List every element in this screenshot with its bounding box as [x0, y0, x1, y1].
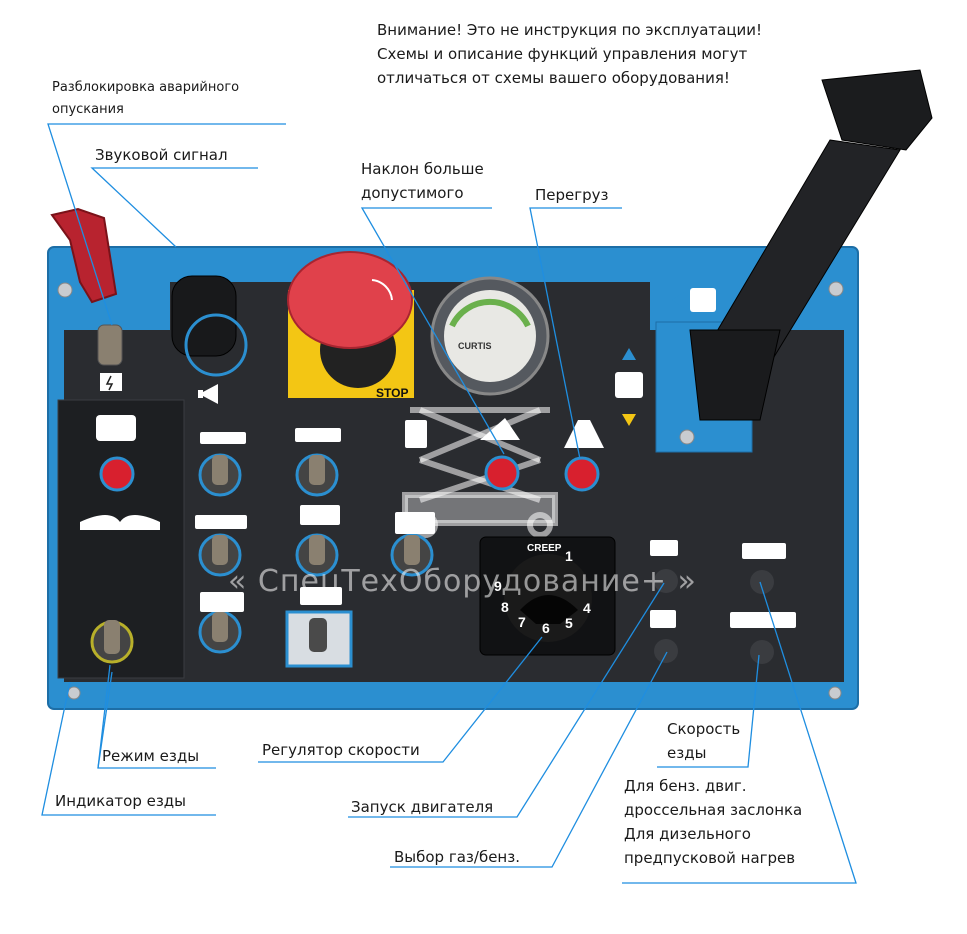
label-throttle-preheat: Для бенз. двиг. дроссельная заслонка Для…: [624, 774, 802, 870]
label-emergency-unlock: Разблокировка аварийного опускания: [52, 77, 239, 121]
label-line: Наклон больше: [361, 160, 484, 178]
battery-icon: [100, 373, 122, 391]
screw-icon: [57, 282, 73, 298]
lightning-icon: [105, 375, 114, 391]
label-line: допустимого: [361, 184, 464, 202]
dial-number: 5: [565, 615, 573, 631]
outrigger-icon: [395, 512, 435, 534]
creep-label: CREEP: [527, 543, 562, 554]
arrow-left-icon: [672, 292, 684, 308]
drive-enable-icon: [96, 415, 136, 441]
label-line: Разблокировка аварийного: [52, 80, 240, 95]
emergency-toggle-switch[interactable]: [97, 324, 123, 366]
engine-start-icon: [650, 540, 678, 556]
toggle-handle: [404, 535, 420, 565]
fuel-select-icon: [650, 610, 676, 628]
arrow-up-icon: [622, 348, 636, 360]
label-gas-select: Выбор газ/бенз.: [394, 848, 520, 866]
label-tilt: Наклон больше допустимого: [361, 157, 484, 205]
screw-icon: [828, 686, 842, 700]
stop-label: STOP: [376, 386, 409, 400]
label-line: предпусковой нагрев: [624, 849, 796, 867]
screw-icon: [828, 281, 844, 297]
up-down-icon: [615, 372, 643, 398]
label-speed-regulator: Регулятор скорости: [262, 741, 420, 759]
label-engine-start: Запуск двигателя: [351, 798, 494, 816]
joystick-grip-top[interactable]: [821, 69, 933, 151]
label-line: Для бенз. двиг.: [624, 777, 747, 795]
drive-enable-indicator: [99, 456, 135, 492]
extend-icon: [295, 428, 341, 442]
toggle-handle: [212, 535, 228, 565]
toggle-handle: [309, 455, 325, 485]
dial-number: 8: [501, 599, 509, 615]
overload-warning-icon: [564, 420, 604, 448]
label-line: Скорость: [667, 720, 741, 738]
overload-indicator: [564, 456, 600, 492]
engine-start-button[interactable]: [654, 569, 678, 593]
level-icon: [195, 515, 247, 529]
raise-icon: [300, 505, 340, 525]
leader-lines: [41, 123, 857, 884]
toggle-handle: [309, 535, 325, 565]
screw-icon: [679, 429, 695, 445]
warning-line: Схемы и описание функций управления могу…: [377, 45, 748, 63]
drive-speed-button[interactable]: [750, 640, 774, 664]
label-overload: Перегруз: [535, 186, 609, 204]
warning-note: Внимание! Это не инструкция по эксплуата…: [377, 18, 762, 90]
label-line: езды: [667, 744, 707, 762]
label-drive-speed: Скорость езды: [667, 717, 740, 765]
dial-number: 6: [542, 620, 550, 636]
drive-mode-icon: [300, 587, 342, 605]
arrow-down-icon: [622, 414, 636, 426]
tilt-warning-icon: [480, 418, 520, 440]
stop-button[interactable]: [287, 251, 413, 349]
gas-select-button[interactable]: [654, 639, 678, 663]
warning-line: Внимание! Это не инструкция по эксплуата…: [377, 21, 763, 39]
toggle-handle: [212, 612, 228, 642]
watermark-text: « СпецТехОборудование+ »: [228, 564, 697, 599]
screw-icon: [67, 686, 81, 700]
toggle-handle: [309, 618, 327, 652]
lift-tilt-icon: [200, 432, 246, 444]
speed-dial-knob[interactable]: [520, 595, 578, 624]
gauge-scale-icon: [449, 298, 531, 328]
joystick-boot: [689, 329, 781, 421]
dial-number: 1: [565, 548, 573, 564]
drive-speed-icon: [730, 612, 796, 628]
rotate-arrow-icon: [371, 279, 393, 301]
throttle-button[interactable]: [750, 570, 774, 594]
battery-gauge-face: [444, 290, 536, 382]
label-drive-indicator: Индикатор езды: [55, 792, 187, 810]
label-line: опускания: [52, 102, 124, 117]
dial-number: 9: [494, 578, 502, 594]
toggle-handle: [212, 455, 228, 485]
dial-number: 4: [583, 600, 591, 616]
label-line: Для дизельного: [624, 825, 751, 843]
horn-icon: [198, 384, 218, 404]
manual-book-icon: [80, 515, 160, 530]
lift-icon: [405, 420, 427, 448]
tilt-indicator: [484, 455, 520, 491]
label-line: дроссельная заслонка: [624, 801, 803, 819]
gauge-brand: CURTIS: [458, 341, 492, 351]
steer-icon: [690, 288, 716, 312]
toggle-handle: [104, 620, 120, 654]
label-horn: Звуковой сигнал: [95, 146, 228, 164]
label-drive-mode: Режим езды: [102, 747, 200, 765]
warning-line: отличаться от схемы вашего оборудования!: [377, 69, 730, 87]
preheat-icon: [742, 543, 786, 559]
horn-ring: [184, 313, 248, 377]
dial-number: 7: [518, 614, 526, 630]
platform-icon: [200, 592, 244, 612]
